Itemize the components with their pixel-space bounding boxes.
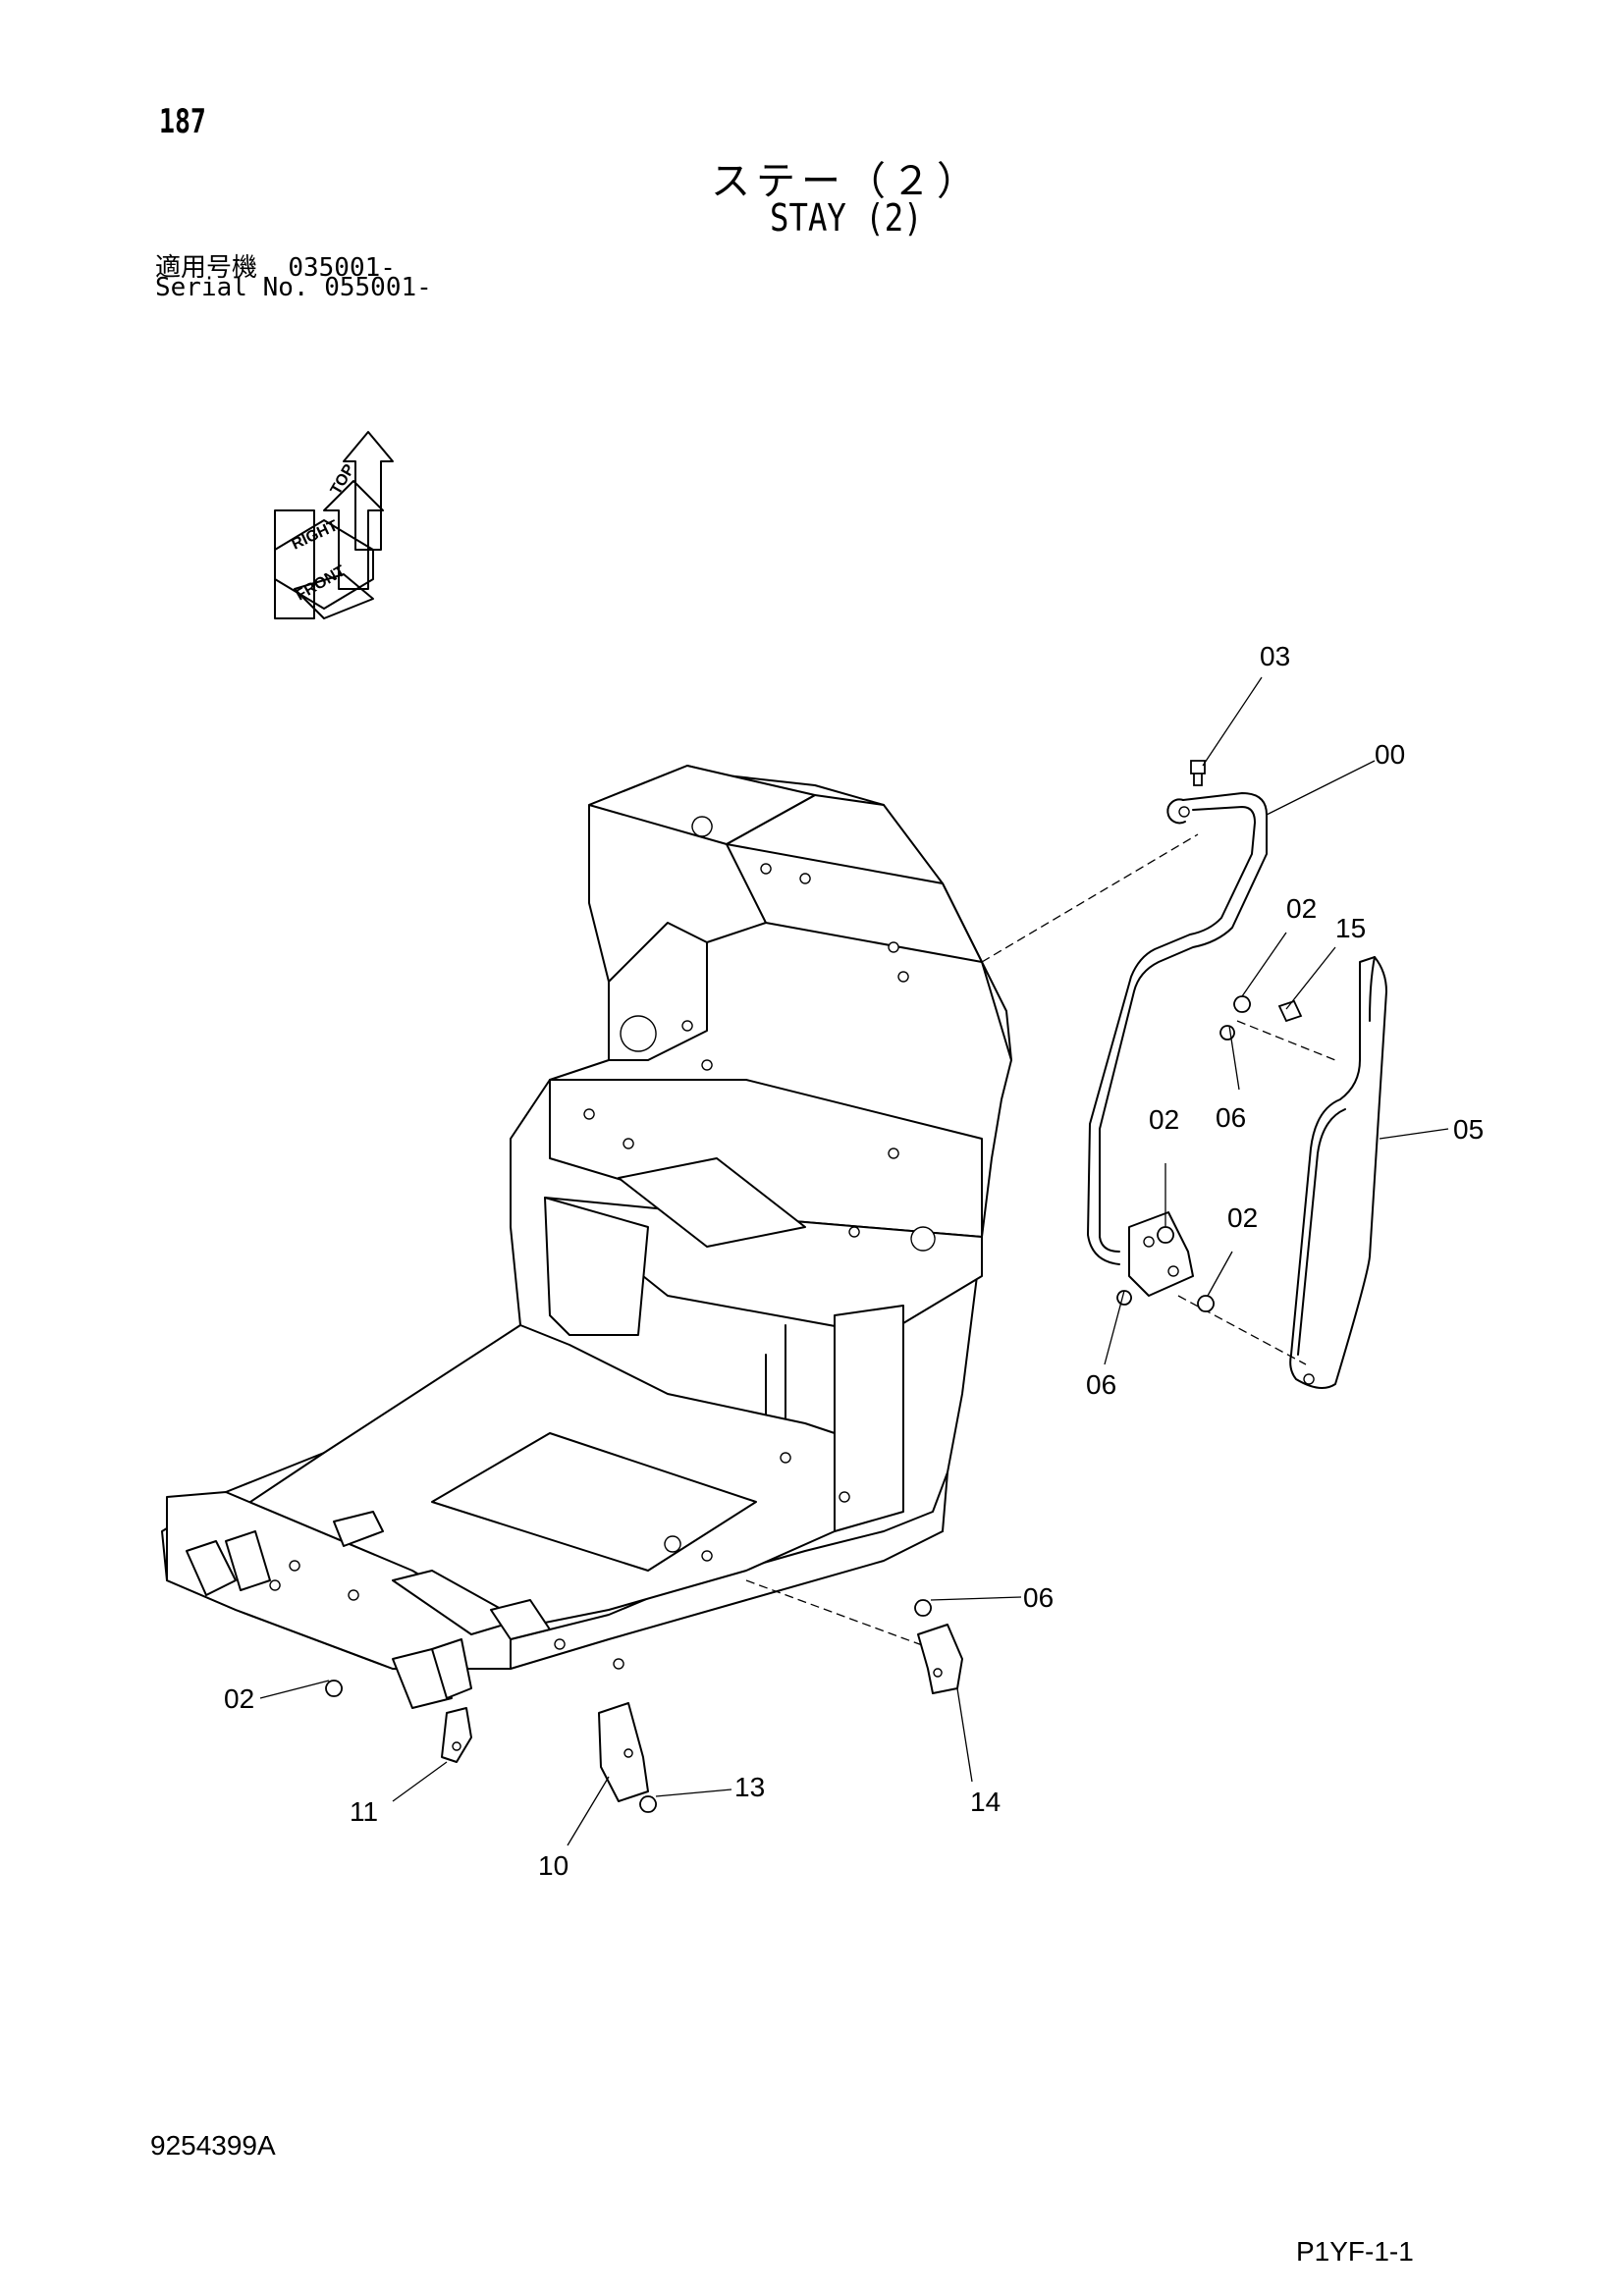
callout-06-lower: 06 — [1086, 1369, 1116, 1400]
page-title-en: STAY (2) — [770, 196, 923, 240]
stay-bar — [1087, 792, 1268, 1265]
orientation-indicator: TOP RIGHT FRONT — [274, 431, 394, 619]
callout-02-lower: 06 — [1023, 1582, 1054, 1613]
callout-05: 05 — [1453, 1114, 1484, 1145]
callout-02-right: 02 — [1227, 1202, 1258, 1233]
serial-value-jp: 035001- — [288, 253, 396, 283]
bracket-08 — [917, 1624, 963, 1694]
serial-line-en: Serial No. 055001- — [155, 273, 432, 302]
serial-label-jp: 適用号機 — [155, 253, 258, 283]
callout-08: 14 — [970, 1787, 1001, 1817]
callout-13: 10 — [538, 1850, 568, 1881]
orientation-label-top: TOP — [328, 461, 358, 498]
serial-line-jp: 適用号機 035001- — [155, 247, 396, 284]
callout-02-middle: 02 — [1149, 1104, 1179, 1135]
callout-06-upper: 06 — [1216, 1102, 1246, 1133]
bolts — [325, 760, 1303, 1813]
serial-value-en: 055001- — [324, 273, 432, 302]
stay-cover — [1177, 956, 1387, 1389]
callout-02-upper: 02 — [1286, 893, 1317, 924]
page-code: P1YF-1-1 — [1296, 2236, 1414, 2267]
leader-lines — [259, 676, 1449, 1846]
stay-bracket — [1128, 1211, 1194, 1297]
document-number: 9254399A — [150, 2130, 276, 2161]
callout-00: 00 — [1375, 739, 1405, 770]
callout-labels: 03 00 02 15 06 05 02 06 02 06 02 11 10 1… — [224, 641, 1484, 1881]
serial-label-en: Serial No. — [155, 273, 309, 302]
callout-14: 13 — [734, 1772, 765, 1802]
callout-15: 15 — [1335, 913, 1366, 943]
callout-03: 03 — [1260, 641, 1290, 671]
bracket-13 — [598, 1702, 649, 1802]
page-number: 187 — [159, 102, 206, 141]
page-title-jp: ステー（２） — [711, 159, 982, 204]
frame-assembly — [161, 765, 1199, 1709]
bracket-10 — [441, 1707, 472, 1763]
callout-10: 11 — [350, 1796, 378, 1827]
callout-11: 02 — [224, 1683, 254, 1714]
